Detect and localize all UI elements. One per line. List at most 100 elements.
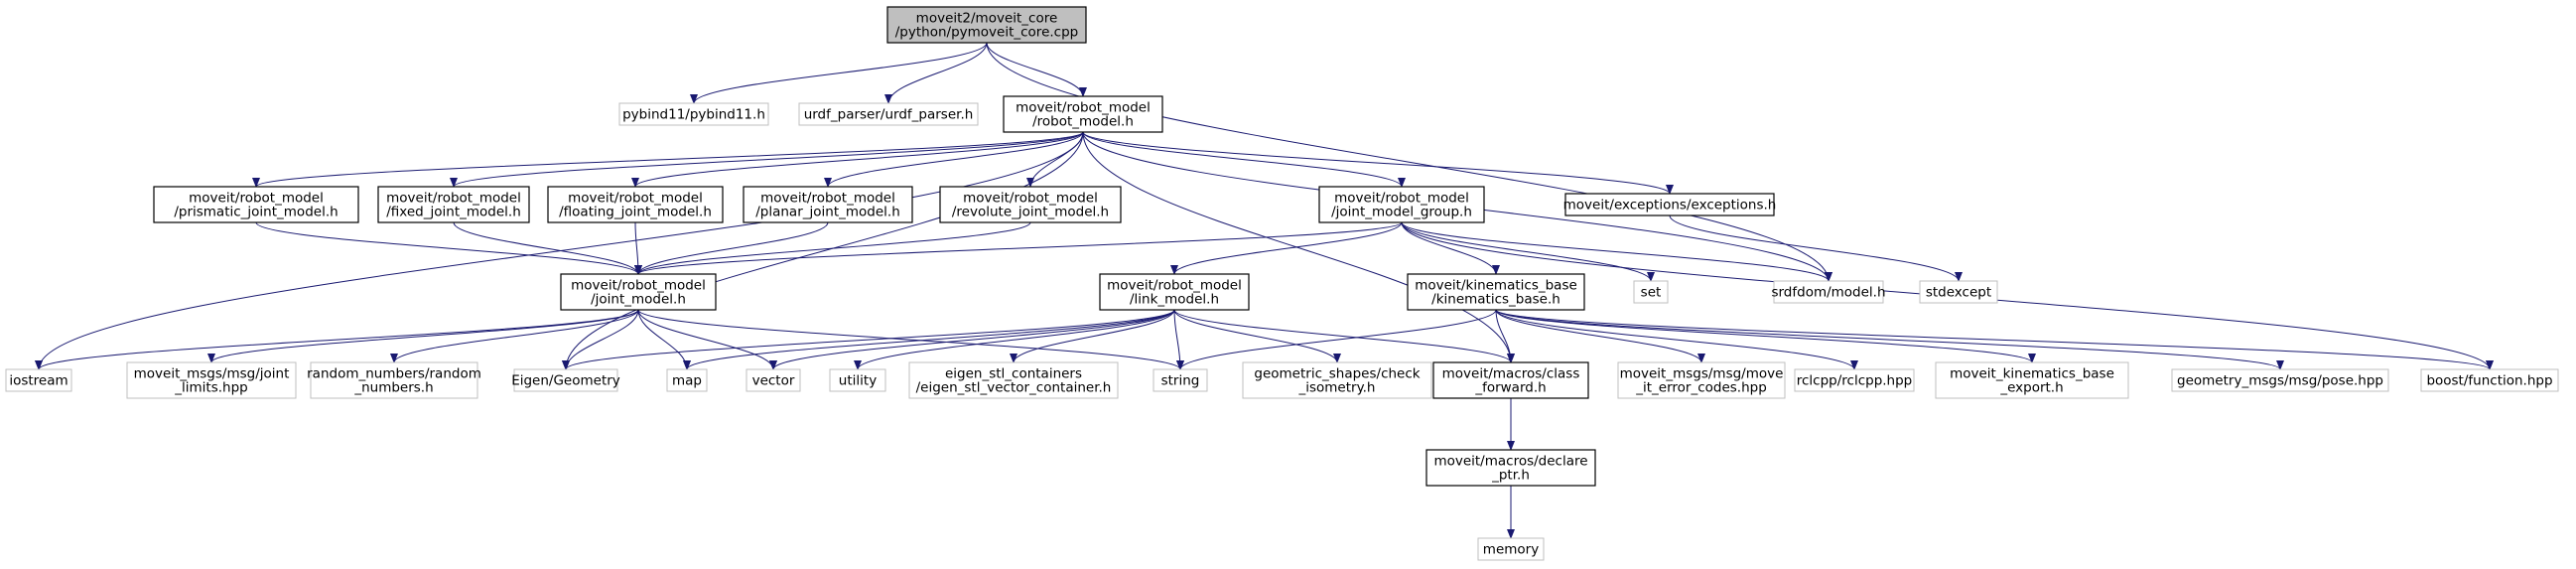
node-label-line: map bbox=[672, 373, 702, 389]
edge-kinematics-base-to-rclcpp bbox=[1495, 309, 1858, 370]
node-utility: utility bbox=[829, 368, 886, 392]
edge-link-model-to-utility bbox=[854, 309, 1175, 370]
node-box bbox=[1477, 537, 1545, 561]
edge-link-model-to-geometric-shapes bbox=[1173, 309, 1341, 363]
node-label-line: moveit/exceptions/exceptions.h bbox=[1563, 198, 1777, 213]
node-label-line: /planar_joint_model.h bbox=[755, 205, 900, 220]
edge-root-to-srdfdom bbox=[986, 42, 1832, 282]
node-box bbox=[1242, 361, 1432, 399]
node-label-line: stdexcept bbox=[1926, 285, 1991, 301]
node-label-line: geometric_shapes/check bbox=[1254, 366, 1420, 382]
node-box bbox=[310, 361, 478, 399]
node-box bbox=[1407, 273, 1585, 311]
node-box bbox=[908, 361, 1119, 399]
edge-link-model-to-eigen-stl bbox=[1010, 309, 1175, 363]
edge-jmg-to-set bbox=[1401, 221, 1655, 282]
node-label-line: memory bbox=[1483, 542, 1539, 558]
node-label-line: set bbox=[1641, 285, 1662, 301]
node-label-line: _ptr.h bbox=[1491, 468, 1530, 484]
edge-robot-model-to-jmg bbox=[1082, 131, 1406, 188]
node-label-line: iostream bbox=[9, 373, 68, 389]
node-box bbox=[939, 186, 1122, 223]
node-label-line: moveit/robot_model bbox=[1334, 191, 1469, 207]
node-label-line: moveit/macros/declare bbox=[1433, 454, 1587, 470]
edge-floating-to-joint-model bbox=[633, 221, 642, 275]
node-box bbox=[618, 102, 769, 126]
node-label-line: /fixed_joint_model.h bbox=[386, 205, 521, 220]
node-label-line: /eigen_stl_vector_container.h bbox=[916, 380, 1112, 396]
node-label-line: moveit_msgs/msg/move bbox=[1620, 366, 1784, 382]
node-box bbox=[798, 102, 979, 126]
node-box bbox=[1633, 280, 1669, 304]
edge-jmg-to-joint-model bbox=[634, 221, 1403, 275]
node-label-line: moveit/robot_model bbox=[760, 191, 895, 207]
node-root[interactable]: moveit2/moveit_core/python/pymoveit_core… bbox=[886, 6, 1087, 44]
node-label-line: /prismatic_joint_model.h bbox=[174, 205, 338, 220]
node-label-line: _numbers.h bbox=[353, 380, 433, 396]
node-label-line: /revolute_joint_model.h bbox=[952, 205, 1109, 220]
node-link-model[interactable]: moveit/robot_model/link_model.h bbox=[1099, 273, 1250, 311]
node-label-line: vector bbox=[752, 373, 795, 389]
edge-link-model-to-class-forward bbox=[1173, 309, 1515, 363]
node-box bbox=[1099, 273, 1250, 311]
node-class-forward[interactable]: moveit/macros/class_forward.h bbox=[1432, 361, 1589, 399]
node-random-numbers: random_numbers/random_numbers.h bbox=[307, 361, 481, 399]
node-label-line: moveit/kinematics_base bbox=[1415, 278, 1577, 294]
node-box bbox=[153, 186, 359, 223]
node-eigen-stl: eigen_stl_containers/eigen_stl_vector_co… bbox=[908, 361, 1119, 399]
node-box bbox=[743, 186, 913, 223]
edge-robot-model-to-floating bbox=[631, 131, 1084, 188]
node-pose: geometry_msgs/msg/pose.hpp bbox=[2171, 368, 2389, 392]
node-label-line: pybind11/pybind11.h bbox=[622, 107, 765, 123]
node-stdexcept: stdexcept bbox=[1919, 280, 1998, 304]
edge-root-to-pybind11 bbox=[690, 42, 988, 104]
edge-joint-model-to-vector bbox=[637, 309, 777, 370]
node-floating[interactable]: moveit/robot_model/floating_joint_model.… bbox=[547, 186, 724, 223]
node-memory: memory bbox=[1477, 537, 1545, 561]
node-label-line: _it_error_codes.hpp bbox=[1635, 380, 1767, 396]
node-prismatic[interactable]: moveit/robot_model/prismatic_joint_model… bbox=[153, 186, 359, 223]
node-label-line: /kinematics_base.h bbox=[1431, 292, 1560, 308]
edge-joint-model-to-eigen-geometry bbox=[562, 309, 639, 370]
node-box bbox=[1432, 361, 1589, 399]
edge-robot-model-to-exceptions bbox=[1082, 131, 1674, 195]
edge-prismatic-to-joint-model bbox=[255, 221, 642, 275]
node-label-line: moveit/macros/class bbox=[1442, 366, 1580, 382]
node-label-line: moveit/robot_model bbox=[1016, 100, 1151, 116]
node-label-line: moveit/robot_model bbox=[189, 191, 324, 207]
node-label-line: eigen_stl_containers bbox=[945, 366, 1082, 382]
node-jmg[interactable]: moveit/robot_model/joint_model_group.h bbox=[1318, 186, 1485, 223]
node-vector: vector bbox=[746, 368, 801, 392]
node-kinematics-base[interactable]: moveit/kinematics_base/kinematics_base.h bbox=[1407, 273, 1585, 311]
edge-joint-model-to-iostream bbox=[35, 309, 639, 370]
edge-robot-model-to-prismatic bbox=[252, 131, 1084, 188]
node-joint-model[interactable]: moveit/robot_model/joint_model.h bbox=[560, 273, 717, 311]
node-iostream: iostream bbox=[5, 368, 72, 392]
node-label-line: rclcpp/rclcpp.hpp bbox=[1797, 373, 1913, 389]
node-box bbox=[1617, 361, 1786, 399]
node-box bbox=[513, 368, 618, 392]
node-label-line: _limits.hpp bbox=[174, 380, 247, 396]
node-exceptions[interactable]: moveit/exceptions/exceptions.h bbox=[1563, 193, 1777, 216]
node-box bbox=[126, 361, 297, 399]
node-label-line: moveit/robot_model bbox=[568, 191, 703, 207]
node-label-line: moveit2/moveit_core bbox=[916, 11, 1058, 27]
node-label-line: srdfdom/model.h bbox=[1771, 285, 1885, 301]
node-move-it-error: moveit_msgs/msg/move_it_error_codes.hpp bbox=[1617, 361, 1786, 399]
node-label-line: moveit/robot_model bbox=[386, 191, 521, 207]
node-fixed[interactable]: moveit/robot_model/fixed_joint_model.h bbox=[377, 186, 530, 223]
edge-kinematics-base-to-boost-function bbox=[1495, 309, 2494, 370]
node-box bbox=[1152, 368, 1208, 392]
node-string: string bbox=[1152, 368, 1208, 392]
node-robot-model[interactable]: moveit/robot_model/robot_model.h bbox=[1003, 95, 1163, 133]
node-label-line: /joint_model.h bbox=[591, 292, 686, 308]
edge-revolute-to-joint-model bbox=[634, 221, 1031, 275]
node-planar[interactable]: moveit/robot_model/planar_joint_model.h bbox=[743, 186, 913, 223]
node-map: map bbox=[666, 368, 708, 392]
edge-exceptions-to-stdexcept bbox=[1669, 214, 1963, 282]
node-declare-ptr[interactable]: moveit/macros/declare_ptr.h bbox=[1425, 449, 1596, 487]
edge-jmg-to-link-model bbox=[1170, 221, 1403, 275]
node-box bbox=[1564, 193, 1775, 216]
node-revolute[interactable]: moveit/robot_model/revolute_joint_model.… bbox=[939, 186, 1122, 223]
node-label-line: moveit/robot_model bbox=[571, 278, 706, 294]
